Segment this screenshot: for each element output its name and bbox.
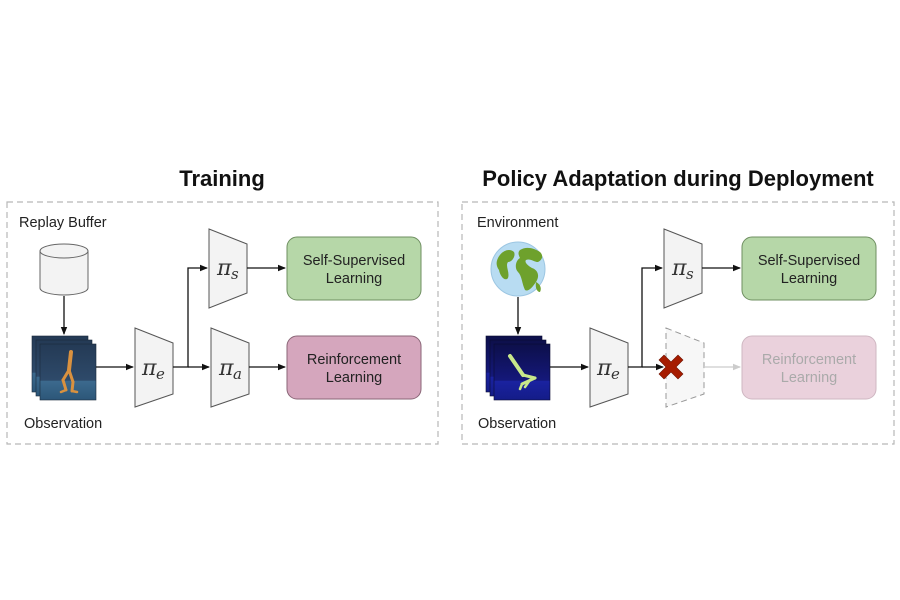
svg-text:Learning: Learning (781, 271, 837, 287)
deployment-title: Policy Adaptation during Deployment (482, 166, 874, 191)
rl-head-pi-a: π a (210, 327, 250, 408)
training-panel-border (6, 201, 439, 445)
observation-label: Observation (478, 416, 556, 432)
svg-text:Reinforcement: Reinforcement (762, 352, 856, 368)
ss-learning-box: Self-Supervised Learning (741, 236, 877, 301)
svg-text:π: π (596, 356, 612, 381)
svg-text:Learning: Learning (781, 370, 837, 386)
svg-text:Learning: Learning (326, 271, 382, 287)
database-cylinder-icon (39, 243, 89, 296)
ss-head-pi-s: π s (663, 228, 703, 309)
training-title: Training (179, 166, 265, 191)
encoder-pi-e: π e (589, 327, 629, 408)
svg-text:π: π (216, 256, 232, 281)
replay-buffer-label: Replay Buffer (19, 215, 107, 231)
encoder-pi-e: π e (134, 327, 174, 408)
red-x-icon (658, 354, 684, 380)
svg-text:Self-Supervised: Self-Supervised (758, 253, 860, 269)
ss-head-pi-s: π s (208, 228, 248, 309)
svg-text:π: π (141, 356, 157, 381)
walker-figure (59, 350, 79, 394)
rl-learning-box: Reinforcement Learning (286, 335, 422, 400)
svg-text:s: s (686, 265, 694, 283)
svg-text:Learning: Learning (326, 370, 382, 386)
svg-text:s: s (231, 265, 239, 283)
svg-text:e: e (611, 365, 620, 383)
svg-text:a: a (233, 365, 242, 383)
training-panel: Replay Buffer Observation (6, 201, 439, 445)
rl-learning-box-disabled: Reinforcement Learning (741, 335, 877, 400)
deployment-panel-border (461, 201, 895, 445)
ss-learning-box: Self-Supervised Learning (286, 236, 422, 301)
arrow-encoder-to-ss-head (628, 264, 663, 368)
rl-head-disabled (665, 327, 705, 408)
svg-text:π: π (218, 356, 234, 381)
deployment-panel: Environment Observation (461, 201, 895, 445)
observation-frames-image (485, 335, 551, 401)
globe-icon (490, 241, 546, 297)
svg-text:Self-Supervised: Self-Supervised (303, 253, 405, 269)
observation-frames-image (31, 335, 97, 401)
svg-text:e: e (156, 365, 165, 383)
observation-label: Observation (24, 416, 102, 432)
svg-text:π: π (671, 256, 687, 281)
walker-figure (508, 354, 537, 391)
svg-text:Reinforcement: Reinforcement (307, 352, 401, 368)
arrow-encoder-to-ss-head (173, 264, 208, 368)
environment-label: Environment (477, 215, 558, 231)
